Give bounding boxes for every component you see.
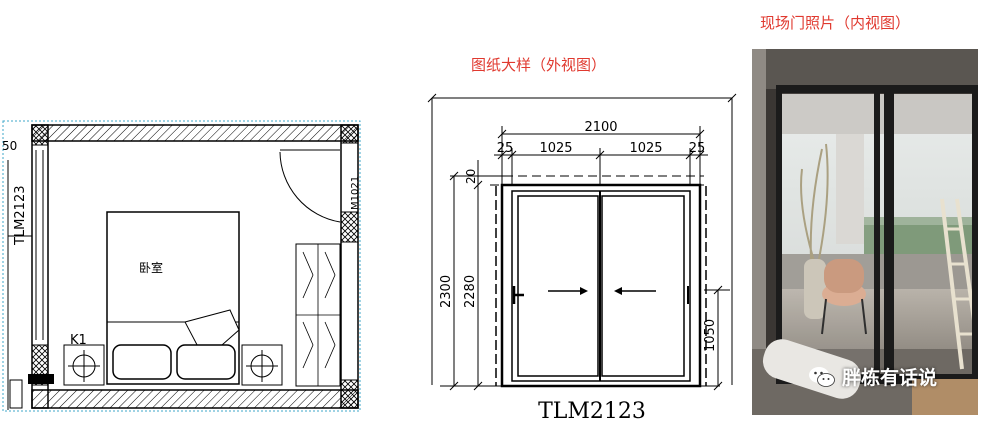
arrow-right-icon — [580, 287, 588, 295]
dim-frame-left: 25 — [497, 141, 514, 156]
right-wall — [340, 124, 359, 409]
cabinet-label: K1 — [70, 333, 87, 348]
dim-frame-right: 25 — [689, 141, 706, 156]
bottom-wall — [31, 389, 359, 409]
nightstand-right — [241, 344, 283, 386]
pillow-right — [176, 344, 236, 380]
watermark-text: 胖栋有话说 — [842, 367, 938, 389]
bed — [106, 211, 240, 385]
dim-panel-left: 1025 — [539, 141, 572, 156]
dim-panel-right: 1025 — [629, 141, 662, 156]
edge-number: 50 — [2, 139, 17, 153]
site-photo — [752, 49, 978, 415]
elevation-drawing: 2100 25 1025 1025 25 20 2300 2280 1050 T… — [427, 93, 737, 424]
elevation-caption: 图纸大样（外视图） — [471, 56, 607, 74]
arrow-left-icon — [614, 287, 622, 295]
dim-top-frame: 20 — [464, 169, 478, 184]
handle-left — [512, 286, 524, 304]
dim-door-height: 2280 — [463, 275, 478, 308]
wechat-icon — [809, 366, 835, 387]
door-frame — [500, 183, 702, 388]
dim-total-width: 2100 — [584, 120, 617, 135]
floor-plan: 卧室 K1 50 TLM2123 M1021 — [2, 120, 361, 412]
nightstand-left — [63, 344, 105, 386]
dim-handle-height: 1050 — [703, 319, 718, 352]
photo-caption: 现场门照片（内视图） — [760, 14, 911, 32]
dim-total-height: 2300 — [439, 275, 454, 308]
swing-door-arc — [279, 151, 341, 223]
top-wall — [31, 124, 359, 142]
door-code-right: M1021 — [350, 176, 361, 210]
door-panel-right — [601, 195, 685, 377]
plan-dotted-border — [2, 120, 361, 412]
watermark: 胖栋有话说 — [808, 363, 937, 390]
door-code-label: TLM2123 — [538, 399, 646, 424]
door-panel-left — [517, 195, 599, 377]
site-photo-illustration — [752, 49, 978, 415]
room-label: 卧室 — [139, 260, 163, 275]
door-code-left: TLM2123 — [13, 186, 28, 246]
pillow-left — [112, 344, 172, 380]
